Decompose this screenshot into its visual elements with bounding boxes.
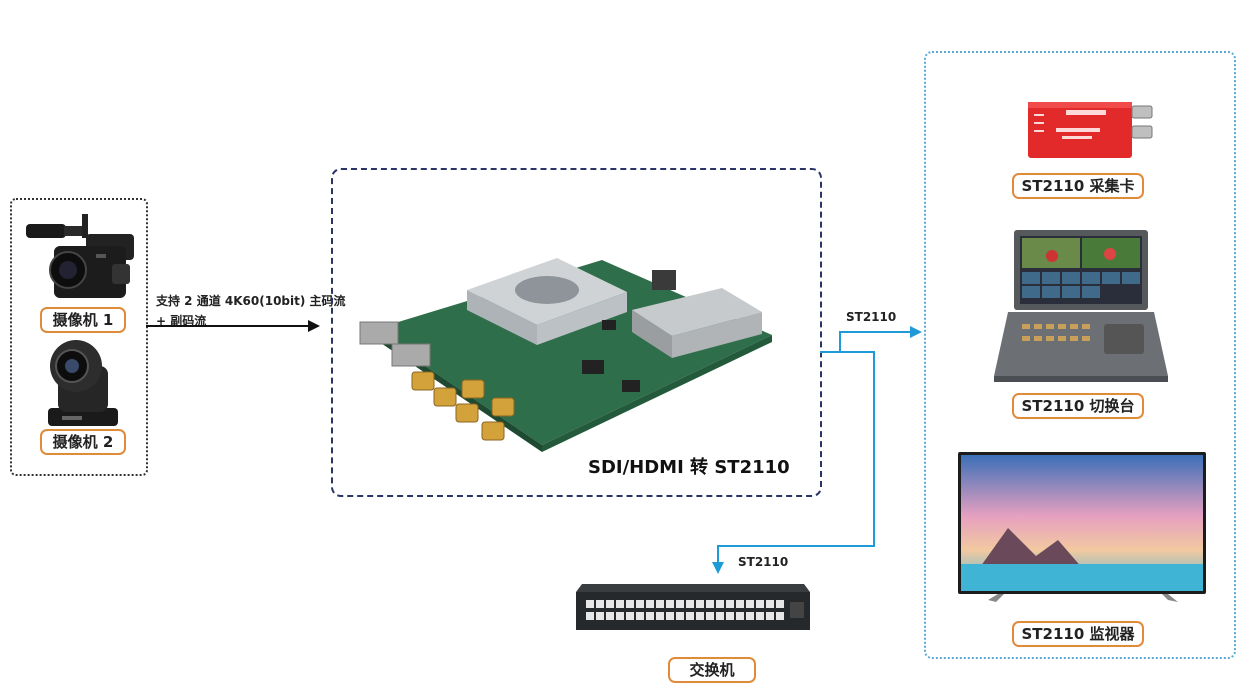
- link-left-line1: 支持 2 通道 4K60(10bit) 主码流: [156, 294, 346, 308]
- ptz-camera-icon: [48, 340, 118, 426]
- camcorder-icon: [26, 214, 134, 298]
- board-caption: SDI/HDMI 转 ST2110: [588, 457, 790, 478]
- switch-label: 交换机: [668, 657, 756, 683]
- camera-1-label: 摄像机 1: [40, 307, 126, 333]
- monitor-image: [958, 452, 1206, 602]
- arrow-connections: [712, 326, 922, 574]
- capture-card-label: ST2110 采集卡: [1012, 173, 1144, 199]
- arrow-to-board: [146, 320, 320, 332]
- board-box: [331, 168, 822, 497]
- switcher-image: [994, 230, 1168, 382]
- link-right-label: ST2110: [846, 310, 897, 324]
- outputs-group: [924, 51, 1236, 659]
- camera-2-label: 摄像机 2: [40, 429, 126, 455]
- link-left-line2: + 副码流: [156, 314, 207, 328]
- network-switch-image: [576, 584, 810, 630]
- converter-board-image: [359, 258, 772, 452]
- cameras-group: [10, 198, 148, 476]
- switcher-label: ST2110 切换台: [1012, 393, 1144, 419]
- capture-card-image: [1028, 102, 1153, 158]
- monitor-label: ST2110 监视器: [1012, 621, 1144, 647]
- link-down-label: ST2110: [738, 555, 789, 569]
